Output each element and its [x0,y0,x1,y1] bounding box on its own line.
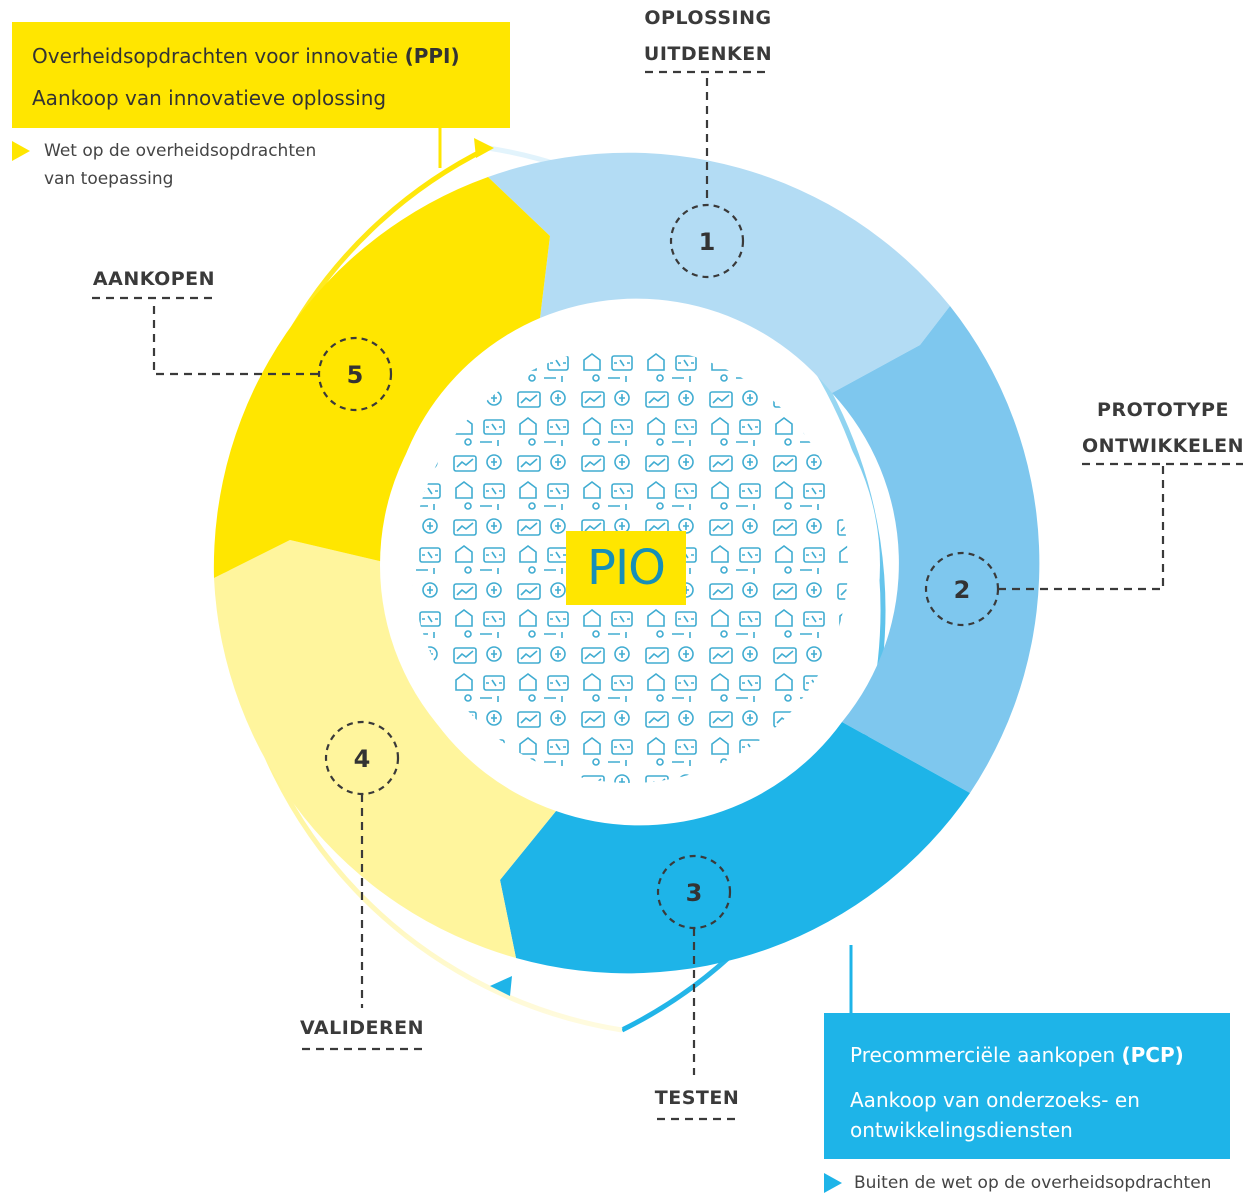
ppi-title: Overheidsopdrachten voor innovatie (PPI) [32,44,460,68]
step-label-2: PROTOTYPE ONTWIKKELEN [1072,392,1254,464]
step-number-3: 3 [686,879,703,907]
step-label-2-line1: PROTOTYPE [1097,399,1229,421]
step-label-3: TESTEN [634,1080,760,1116]
step-label-1-line2: UITDENKEN [643,43,773,65]
step-label-4-line1: VALIDEREN [299,1017,425,1039]
step-label-4: VALIDEREN [282,1010,442,1046]
step-label-5-line1: AANKOPEN [92,268,216,290]
segment-1 [488,152,950,393]
ppi-note: Wet op de overheidsopdrachten van toepas… [44,137,316,193]
step-number-5: 5 [347,361,364,389]
pcp-note: Buiten de wet op de overheidsopdrachten [854,1173,1212,1193]
step-number-1: 1 [699,228,716,256]
pcp-box: Precommerciële aankopen (PCP) Aankoop va… [824,1013,1230,1159]
segment-3 [500,722,970,974]
step-circle-2 [924,551,1000,627]
step-label-1: OPLOSSING UITDENKEN [610,0,806,72]
pcp-title-abbr: (PCP) [1121,1043,1184,1067]
ring-arrowhead-bottom [490,976,512,996]
ppi-note-line2: van toepassing [44,169,174,189]
ppi-subtitle: Aankoop van innovatieve oplossing [32,86,387,110]
center-label: PIO [566,531,686,605]
ring-arrowhead-top [474,138,494,158]
step-label-3-line1: TESTEN [654,1087,740,1109]
pcp-title-text: Precommerciële aankopen [850,1043,1122,1067]
pcp-title: Precommerciële aankopen (PCP) [850,1043,1184,1067]
step-number-4: 4 [354,745,371,773]
step-circle-1 [669,203,745,279]
step-label-5: AANKOPEN [72,261,236,297]
ppi-box: Overheidsopdrachten voor innovatie (PPI)… [12,22,510,128]
pcp-subtitle: Aankoop van onderzoeks- en ontwikkelings… [850,1088,1140,1142]
step-number-2: 2 [954,576,971,604]
step-label-2-line2: ONTWIKKELEN [1082,435,1244,457]
segment-4 [214,540,556,958]
ppi-title-text: Overheidsopdrachten voor innovatie [32,44,405,68]
step-circle-4 [324,720,400,796]
ppi-note-triangle-icon [12,141,30,161]
pcp-note-triangle-icon [824,1173,842,1193]
step-circle-5 [317,336,393,412]
segment-5 [213,177,550,578]
step-circle-3 [656,854,732,930]
ppi-note-line1: Wet op de overheidsopdrachten [44,141,317,161]
ppi-title-abbr: (PPI) [404,44,460,68]
step-label-1-line1: OPLOSSING [644,7,772,29]
segment-2 [832,306,1040,793]
